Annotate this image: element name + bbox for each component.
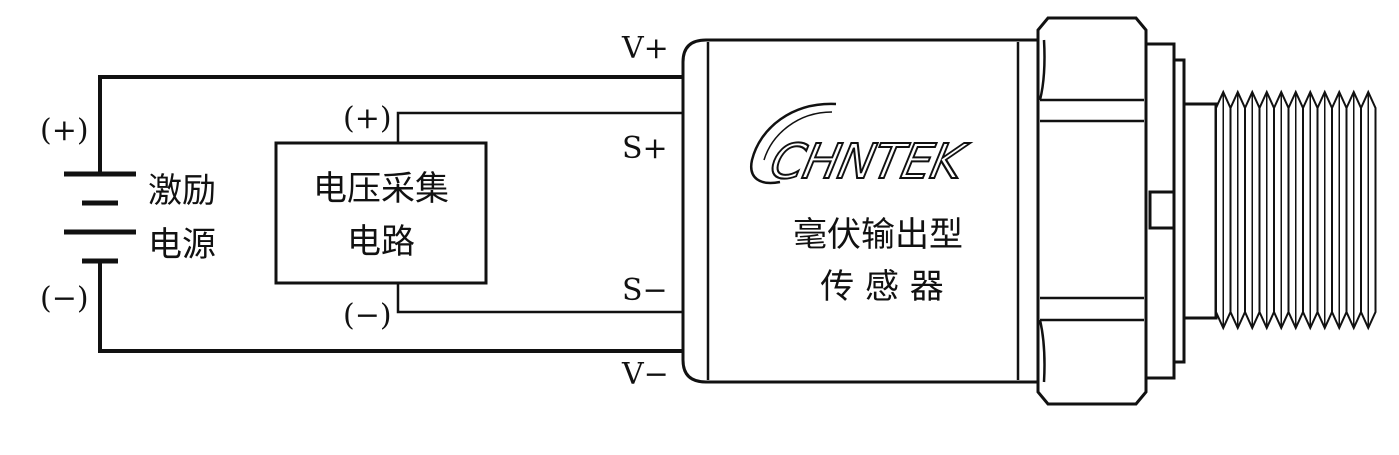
hex-nut: [1036, 16, 1148, 406]
thread-neck: [1182, 102, 1218, 320]
s-minus-wire: [396, 283, 690, 314]
sensor-housing: [681, 38, 1042, 384]
excitation-wires: [98, 75, 690, 353]
acquisition-name-line1: 电压采集: [313, 169, 449, 209]
s-minus-label: S−: [622, 273, 668, 308]
acquisition-box: [274, 141, 488, 285]
s-plus-wire: [396, 111, 690, 143]
hex-chamfer-top: [1038, 39, 1046, 101]
brand-logo: CHNTEK: [766, 134, 973, 189]
supply-name-line2: 电源: [148, 225, 216, 265]
brand-swoosh: [749, 102, 837, 185]
pressure-sensor: [681, 16, 1377, 406]
hex-chamfer-bottom: [1038, 319, 1046, 383]
terminal-labels: V+ S+ S− V−: [621, 31, 669, 392]
acquisition-plus-label: (+): [343, 101, 392, 136]
collar-key: [1148, 190, 1176, 230]
sensor-label-area: CHNTEK 毫伏输出型 传 感 器: [749, 102, 974, 307]
s-plus-label: S+: [622, 131, 668, 166]
excitation-power-supply: (+) (−) 激励 电源: [40, 77, 216, 353]
v-minus-label: V−: [621, 357, 669, 392]
brand-swoosh-inner: [763, 111, 833, 161]
thread-teeth: [1215, 89, 1377, 331]
supply-minus-label: (−): [40, 281, 89, 316]
sensor-name-line2: 传 感 器: [820, 267, 944, 307]
acquisition-name-line2: 电路: [347, 222, 415, 262]
acquisition-minus-label: (−): [343, 298, 392, 333]
v-plus-label: V+: [621, 31, 669, 66]
supply-name-line1: 激励: [148, 171, 216, 211]
sensor-name-line1: 毫伏输出型: [793, 215, 963, 255]
supply-plus-label: (+): [40, 113, 89, 148]
voltage-acquisition-circuit: 电压采集 电路 (+) (−): [274, 101, 690, 333]
